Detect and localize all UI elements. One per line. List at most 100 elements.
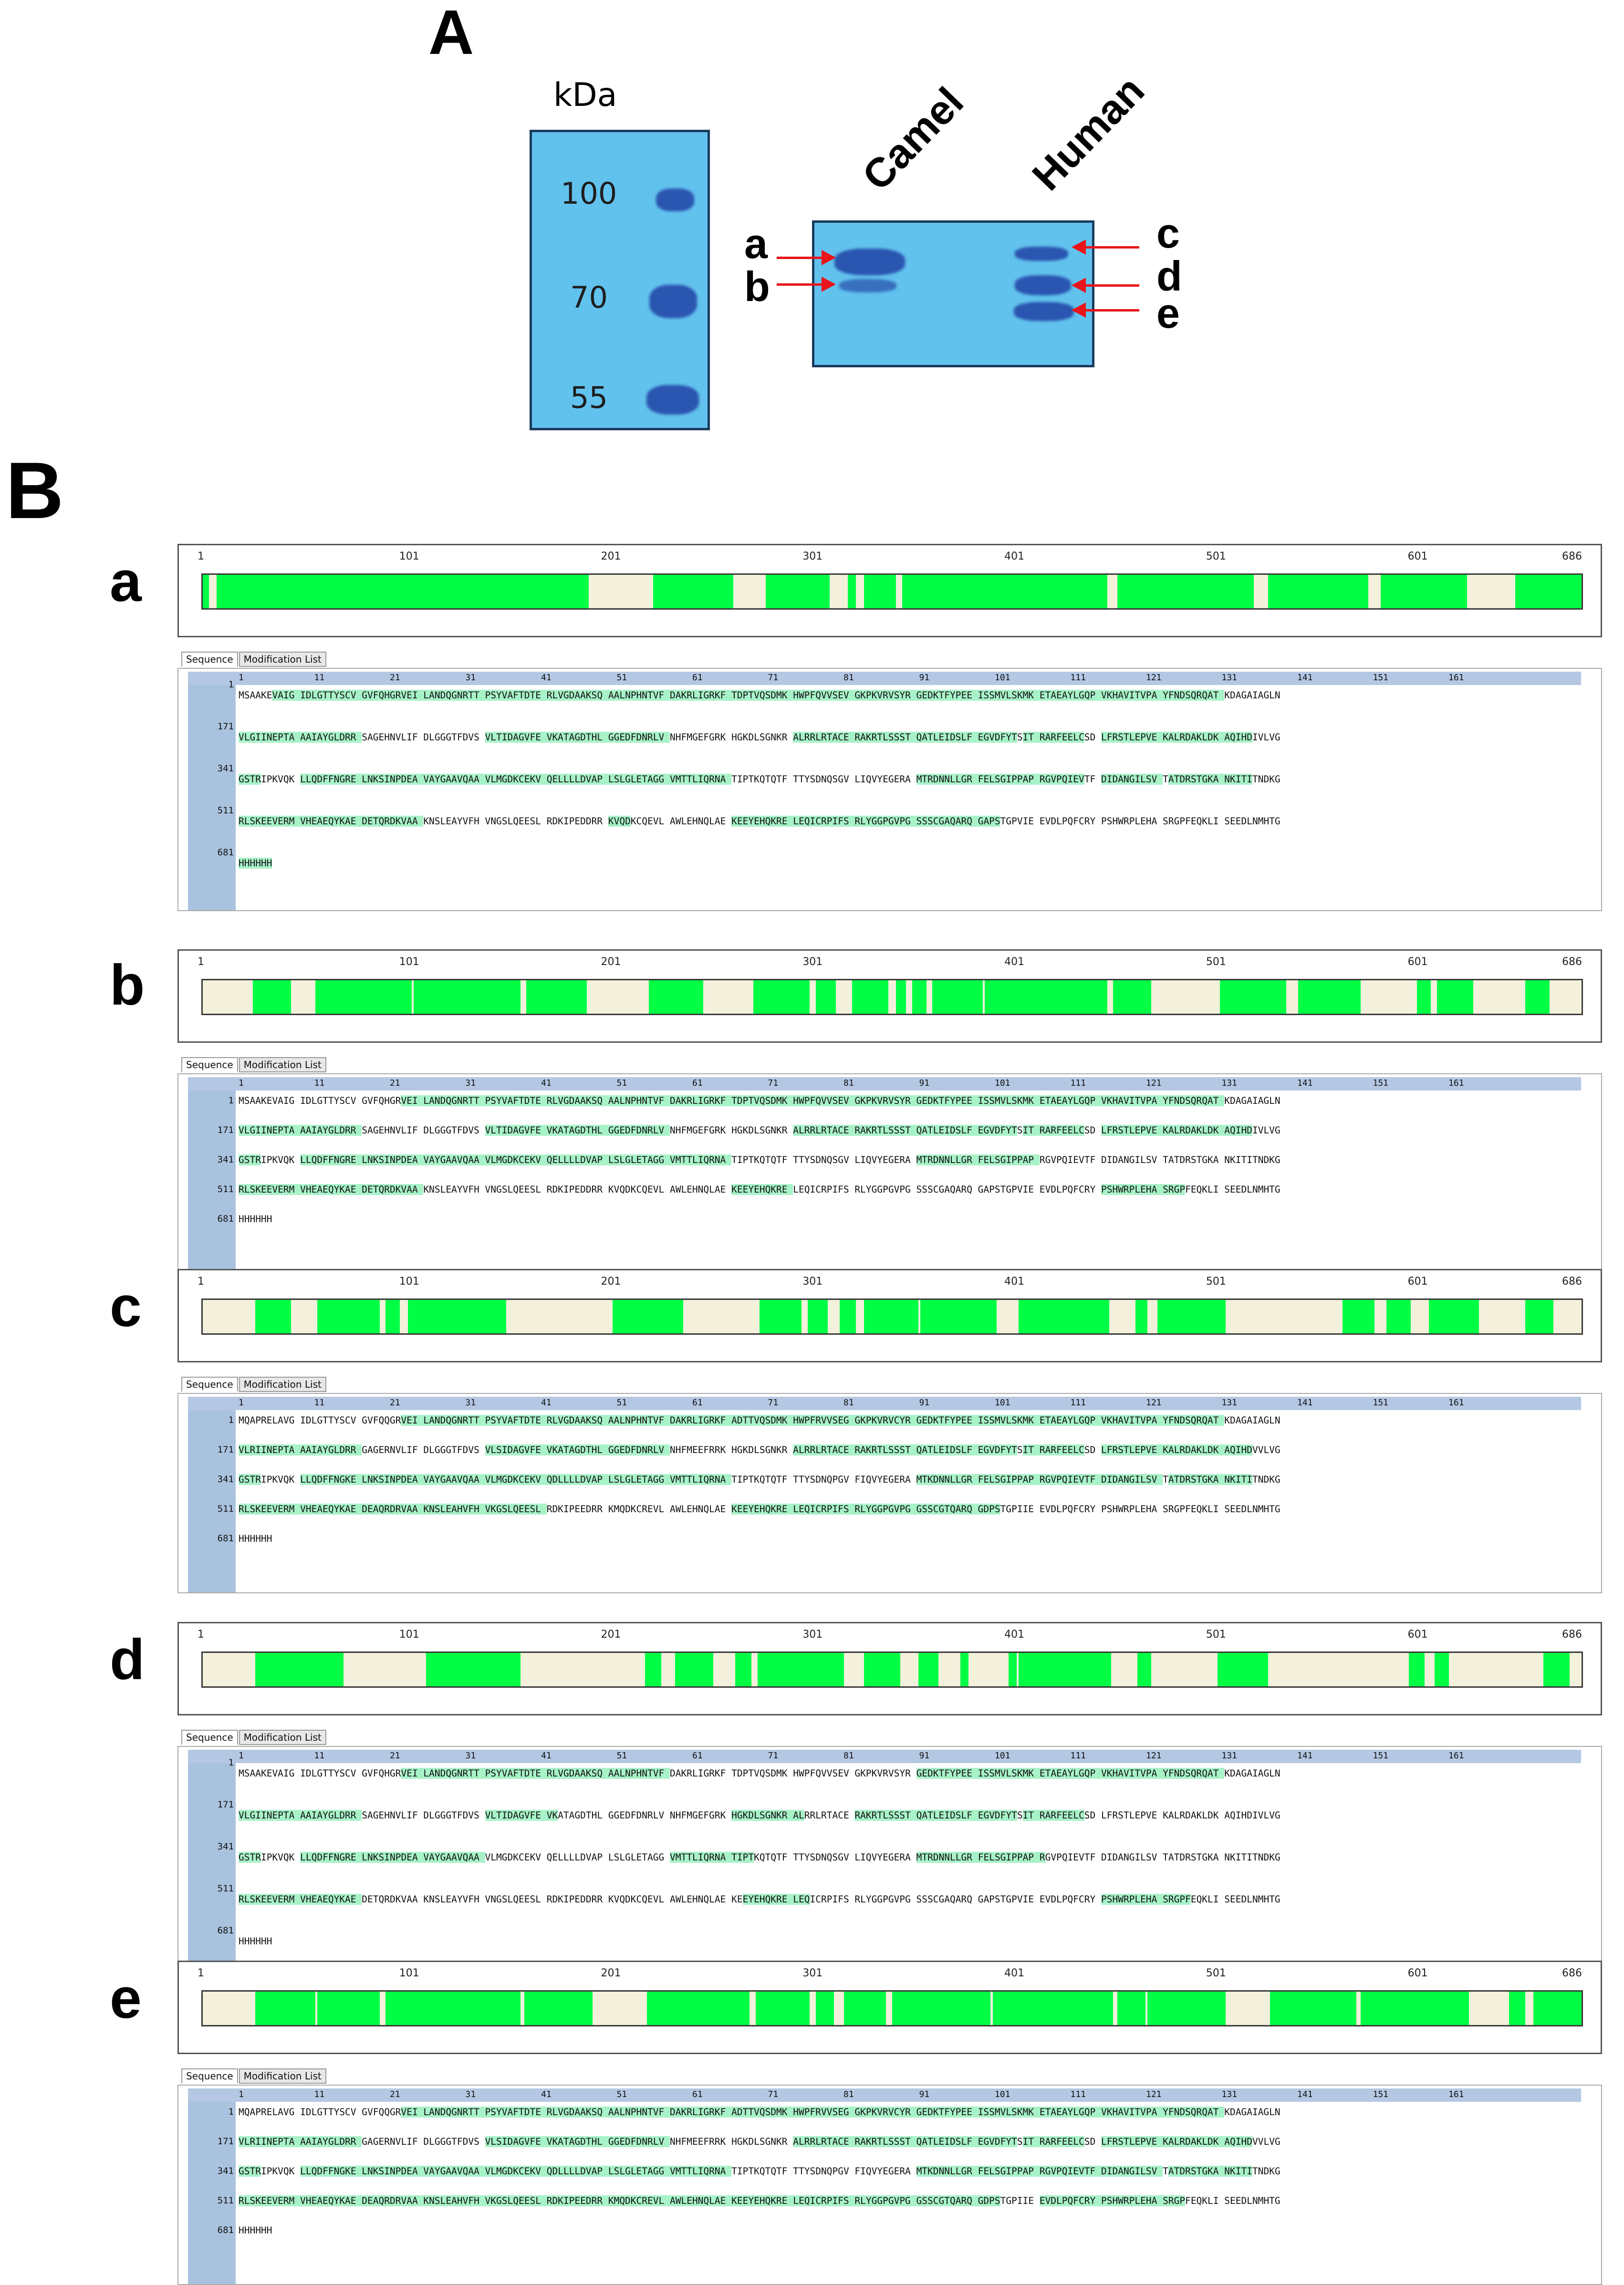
tab-sequence[interactable]: Sequence <box>181 1057 238 1072</box>
tab-modification-list[interactable]: Modification List <box>239 652 326 667</box>
ruler-number: 1 <box>239 2089 244 2099</box>
tab-sequence[interactable]: Sequence <box>181 652 238 667</box>
ruler-number: 51 <box>616 2089 627 2099</box>
row-number: 681 <box>217 847 234 858</box>
arrow-b <box>777 277 836 292</box>
coverage-segment <box>217 575 414 608</box>
coverage-tick: 601 <box>1407 1967 1428 1979</box>
ruler-number: 91 <box>919 673 930 683</box>
ruler-number: 81 <box>843 1398 854 1408</box>
row-number: 681 <box>217 2225 234 2235</box>
row-number: 171 <box>217 1125 234 1135</box>
row-number: 341 <box>217 1154 234 1165</box>
row-number-gutter <box>188 2102 236 2284</box>
coverage-segment <box>1147 1992 1226 2025</box>
row-number: 1 <box>228 1757 234 1768</box>
tab-modification-list[interactable]: Modification List <box>239 1377 326 1392</box>
coverage-segment <box>1342 1300 1375 1333</box>
ruler-number: 11 <box>314 1751 325 1761</box>
tab-modification-list[interactable]: Modification List <box>239 1057 326 1072</box>
ruler-number: 121 <box>1146 2089 1162 2099</box>
marker-band-100 <box>656 188 694 211</box>
row-number: 1 <box>228 2107 234 2117</box>
coverage-tick: 686 <box>1562 1276 1582 1288</box>
sequence-row: GSTRIPKVQK LLQDFFNGRE LNKSINPDEA VAYGAAV… <box>239 1852 1280 1863</box>
ruler-number: 21 <box>390 1398 400 1408</box>
ruler-number: 51 <box>616 1751 627 1761</box>
ruler-number: 101 <box>995 1398 1010 1408</box>
row-number: 341 <box>217 2166 234 2176</box>
ruler-number: 131 <box>1221 1398 1238 1408</box>
coverage-segment <box>984 980 1107 1014</box>
ruler-number: 61 <box>692 2089 703 2099</box>
coverage-segment <box>385 1300 400 1333</box>
tab-sequence[interactable]: Sequence <box>181 1730 238 1745</box>
ruler-number: 151 <box>1373 2089 1389 2099</box>
coverage-segment <box>1290 1992 1357 2025</box>
sequence-row: MQAPRELAVG IDLGTTYSCV GVFQQGRVEI LANDQGN… <box>239 2107 1280 2118</box>
coverage-segment <box>1533 1992 1582 2025</box>
coverage-segment <box>315 980 412 1014</box>
coverage-segment <box>645 1653 661 1686</box>
ruler-number: 51 <box>616 673 627 683</box>
coverage-segment <box>653 575 734 608</box>
tab-modification-list[interactable]: Modification List <box>239 1730 326 1745</box>
ruler-number: 91 <box>919 1398 930 1408</box>
row-number: 511 <box>217 805 234 816</box>
coverage-tick: 301 <box>802 1276 823 1288</box>
coverage-segment <box>735 1653 752 1686</box>
ruler-number: 111 <box>1070 1398 1086 1408</box>
row-number: 171 <box>217 2136 234 2147</box>
coverage-segment <box>414 575 589 608</box>
coverage-segment <box>1137 1653 1152 1686</box>
ruler-number: 81 <box>843 1751 854 1761</box>
protein-label-c: c <box>110 1275 142 1339</box>
coverage-segment <box>848 575 856 608</box>
marker-unit-label: kDa <box>553 76 617 114</box>
coverage-bar <box>201 1651 1583 1688</box>
ruler-number: 101 <box>995 1751 1010 1761</box>
ruler-number: 111 <box>1070 1078 1086 1088</box>
ruler-number: 161 <box>1448 1751 1464 1761</box>
row-number: 341 <box>217 763 234 774</box>
coverage-segment <box>1408 1653 1425 1686</box>
coverage-bar <box>201 1298 1583 1335</box>
coverage-segment <box>912 980 927 1014</box>
coverage-bar <box>201 1990 1583 2026</box>
coverage-tick: 201 <box>601 1276 621 1288</box>
coverage-tick: 301 <box>802 1967 823 1979</box>
sequence-row: VLRIINEPTA AAIAYGLDRR GAGERNVLIF DLGGGTF… <box>239 1444 1280 1455</box>
coverage-segment <box>840 1300 856 1333</box>
row-number: 511 <box>217 1184 234 1194</box>
row-number: 1 <box>228 1415 234 1425</box>
coverage-segment <box>1380 575 1467 608</box>
marker-label-55: 55 <box>570 380 608 415</box>
tab-sequence[interactable]: Sequence <box>181 2068 238 2084</box>
coverage-tick: 1 <box>198 550 204 562</box>
coverage-segment <box>1019 1300 1109 1333</box>
marker-label-70: 70 <box>570 280 608 315</box>
marker-band-55 <box>646 385 699 415</box>
ruler-number: 1 <box>239 1078 244 1088</box>
ruler-number: 101 <box>995 673 1010 683</box>
sequence-row: GSTRIPKVQK LLQDFFNGRE LNKSINPDEA VAYGAAV… <box>239 1154 1280 1165</box>
coverage-tick: 1 <box>198 1276 204 1288</box>
coverage-tick: 601 <box>1407 956 1428 968</box>
tab-sequence[interactable]: Sequence <box>181 1377 238 1392</box>
coverage-tick: 601 <box>1407 1276 1428 1288</box>
ruler-number: 131 <box>1221 673 1238 683</box>
ruler-number: 71 <box>768 1078 779 1088</box>
human-band-d <box>1015 275 1071 295</box>
band-letter-b: b <box>744 263 770 310</box>
coverage-tick: 101 <box>399 956 419 968</box>
coverage-segment <box>1117 575 1254 608</box>
row-number: 681 <box>217 1214 234 1224</box>
tab-modification-list[interactable]: Modification List <box>239 2068 326 2084</box>
arrow-c <box>1072 239 1139 255</box>
sequence-row: MSAAKEVAIG IDLGTTYSCV GVFQHGRVEI LANDQGN… <box>239 1768 1280 1779</box>
coverage-segment <box>896 980 906 1014</box>
